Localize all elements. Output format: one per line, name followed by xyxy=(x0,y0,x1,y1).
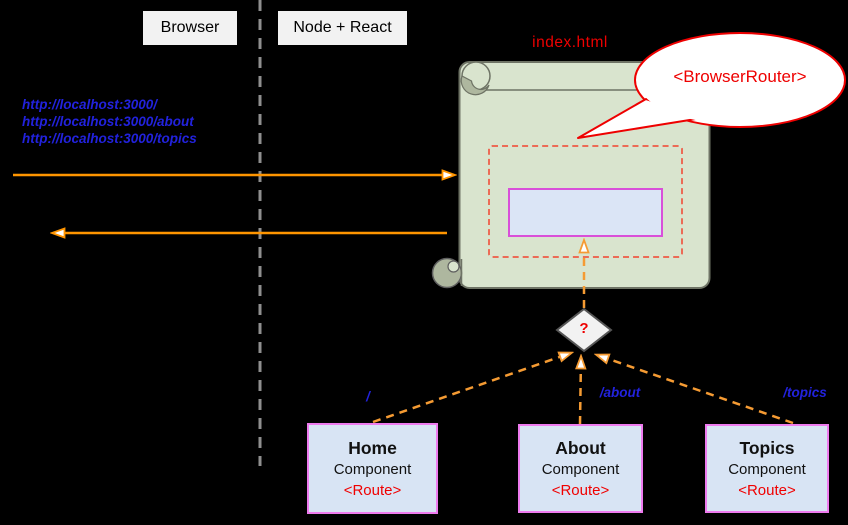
rendered-component-slot xyxy=(508,188,663,237)
path-label-topics: /topics xyxy=(783,385,827,400)
route-arrow-about xyxy=(580,357,581,425)
request-url: http://localhost:3000/about xyxy=(22,114,194,129)
component-title: Topics xyxy=(739,437,795,458)
decision-diamond xyxy=(555,307,613,353)
path-label-about: /about xyxy=(599,385,641,400)
route-tag: <Route> xyxy=(551,481,610,499)
speech-bubble xyxy=(577,32,846,139)
component-subtitle: Component xyxy=(728,460,806,478)
lane-label-node-react-text: Node + React xyxy=(293,19,392,36)
lane-label-browser: Browser xyxy=(143,11,237,45)
request-url: http://localhost:3000/ xyxy=(22,97,158,112)
decision-question-label: ? xyxy=(579,320,589,337)
route-arrow-topics xyxy=(597,355,794,425)
component-box-home: Home Component <Route> xyxy=(307,423,438,514)
route-tag: <Route> xyxy=(343,481,402,499)
route-tag: <Route> xyxy=(738,481,796,499)
request-url-list: http://localhost:3000/ http://localhost:… xyxy=(22,96,197,147)
component-box-about: About Component <Route> xyxy=(518,424,643,513)
path-label-home: / xyxy=(366,389,370,404)
component-subtitle: Component xyxy=(333,460,412,478)
lane-label-node-react: Node + React xyxy=(278,11,407,45)
router-dashed-frame xyxy=(488,145,683,258)
route-arrow-home xyxy=(372,353,571,424)
component-title: About xyxy=(555,437,606,458)
browser-router-label: <BrowserRouter> xyxy=(673,67,807,86)
component-title: Home xyxy=(348,437,397,458)
component-box-topics: Topics Component <Route> xyxy=(705,424,829,513)
request-url: http://localhost:3000/topics xyxy=(22,131,197,146)
component-subtitle: Component xyxy=(541,460,620,478)
index-html-title: index.html xyxy=(532,34,608,51)
lane-label-browser-text: Browser xyxy=(160,19,220,36)
